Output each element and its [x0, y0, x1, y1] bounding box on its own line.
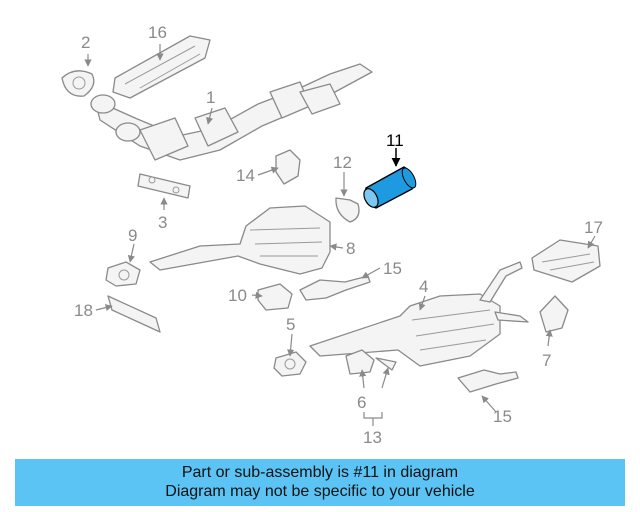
callout-2: 2	[81, 33, 90, 52]
callout-1: 1	[206, 88, 215, 107]
callout-3: 3	[158, 213, 167, 232]
callout-15-upper: 15	[383, 259, 402, 278]
callout-10: 10	[228, 286, 247, 305]
info-banner: Part or sub-assembly is #11 in diagram D…	[15, 459, 625, 506]
part-8-center-muffler[interactable]	[149, 205, 331, 275]
callout-16: 16	[148, 23, 167, 42]
part-18-shield[interactable]	[107, 295, 161, 333]
part-14-bracket[interactable]	[275, 149, 301, 185]
part-5-hanger[interactable]	[273, 351, 307, 377]
exhaust-parts-diagram: 2 16 1 14 12 11 3 8 9 17 15 10 18 4 7 5 …	[61, 23, 603, 447]
callout-4: 4	[419, 277, 428, 296]
callout-7: 7	[542, 351, 551, 370]
banner-line-2: Diagram may not be specific to your vehi…	[165, 483, 475, 500]
callout-17: 17	[584, 218, 603, 237]
leader-lines	[84, 44, 596, 426]
callout-9: 9	[128, 226, 137, 245]
callout-14: 14	[236, 166, 255, 185]
part-1-front-pipe[interactable]	[90, 63, 373, 161]
callout-13: 13	[363, 428, 382, 447]
part-7-rubber-mount[interactable]	[539, 295, 569, 333]
part-3-flange-gasket[interactable]	[137, 173, 191, 199]
part-12-clamp[interactable]	[335, 197, 360, 223]
callout-8: 8	[346, 239, 355, 258]
part-16-heat-shield[interactable]	[112, 35, 211, 99]
callout-18: 18	[74, 301, 93, 320]
part-2-gasket[interactable]	[61, 70, 95, 97]
part-15-hanger-bracket-upper[interactable]	[299, 275, 371, 301]
callout-12: 12	[333, 153, 352, 172]
callout-15-lower: 15	[493, 407, 512, 426]
part-11-tail-pipe-tip[interactable]	[361, 166, 419, 210]
banner-line-1: Part or sub-assembly is #11 in diagram	[181, 464, 459, 481]
callout-11: 11	[386, 131, 404, 150]
part-15-hanger-bracket-lower[interactable]	[457, 369, 519, 393]
part-9-hanger[interactable]	[105, 261, 141, 287]
part-4-rear-muffler[interactable]	[309, 261, 529, 367]
part-6-bracket[interactable]	[345, 349, 397, 375]
part-10-rubber-mount[interactable]	[257, 283, 293, 311]
callout-5: 5	[286, 315, 295, 334]
part-17-heat-shield[interactable]	[531, 239, 601, 283]
callout-6: 6	[357, 393, 366, 412]
